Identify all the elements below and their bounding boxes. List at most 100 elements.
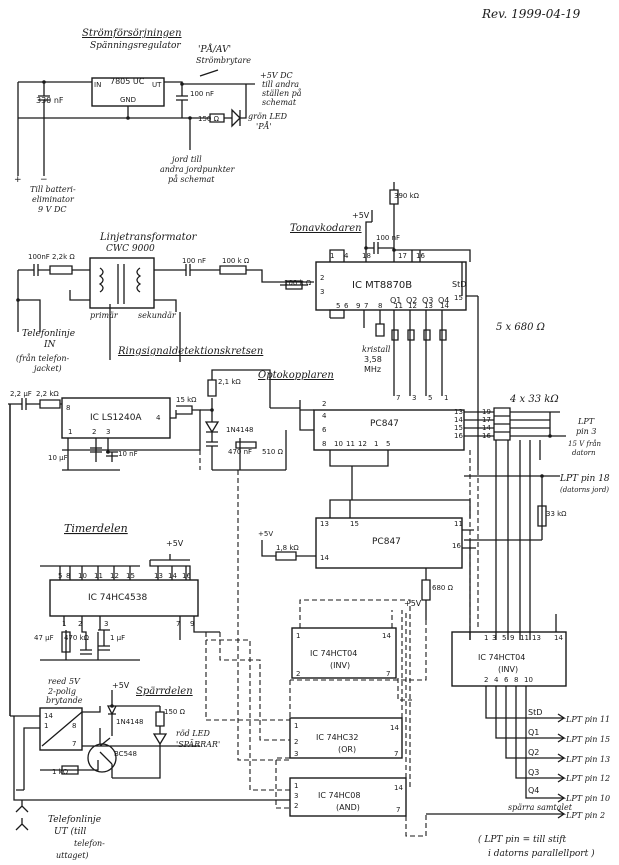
transformer-res3: 100 k Ω — [284, 279, 312, 287]
timer-pb-7: 7 — [176, 620, 180, 628]
tone-pin-b12: 12 — [408, 302, 417, 310]
opto-title: Optokopplaren — [258, 370, 334, 381]
power-res-label: 150 Ω — [198, 115, 220, 123]
relay-led-1: röd LED — [176, 729, 210, 738]
tone-pin-1: 1 — [330, 252, 334, 260]
out-4-pin: LPT pin 10 — [565, 794, 610, 803]
hct04-r-pt-1: 1 — [484, 634, 488, 642]
ring-res-in: 2,2 kΩ — [36, 390, 59, 398]
mt8870-chip — [315, 261, 467, 311]
relay-label-2: 2-polig — [47, 687, 76, 696]
ring-pin-8: 8 — [66, 404, 70, 412]
out-5-sig: spärra samtalet — [508, 803, 573, 812]
lpt-res-mid: 33 kΩ — [546, 510, 567, 518]
power-cap-out-label: 100 nF — [190, 90, 214, 98]
timer-pb-2: 2 — [78, 620, 82, 628]
pc847-top-label: PC847 — [370, 419, 399, 429]
hc08-pin-7: 7 — [396, 806, 400, 814]
tone-q4: Q4 — [438, 296, 449, 305]
hct04-r-pb-2: 2 — [484, 676, 488, 684]
hct04-left-chip — [291, 627, 397, 679]
tone-pin-b9: 9 — [356, 302, 360, 310]
transformer-secondary: sekundär — [138, 311, 177, 320]
hct04-left-pin-1: 1 — [296, 632, 300, 640]
ring-cap-low1: 10 µF — [48, 454, 68, 462]
tone-pin-b13: 13 — [424, 302, 433, 310]
ring-cap-low2: 10 nF — [118, 450, 138, 458]
ring-pin-1: 1 — [68, 428, 72, 436]
hc32-section: IC 74HC32 (OR) 1 2 3 14 7 — [289, 717, 403, 759]
timer-pt-16: 16 — [182, 572, 191, 580]
relay-label-1: reed 5V — [48, 677, 81, 686]
tel-out-2: UT (till — [54, 826, 86, 837]
hct04-r-pt-9: 9 — [510, 634, 514, 642]
hc32-pin-14: 14 — [390, 724, 399, 732]
pc-mid-pin-13: 13 — [320, 520, 329, 528]
tel-in-4: jacket) — [32, 364, 62, 373]
tone-pin-17: 17 — [398, 252, 407, 260]
hct04-r-pb-6: 6 — [504, 676, 509, 684]
line-transformer-section: Linjetransformator CWC 9000 primär sekun… — [16, 232, 314, 332]
timer-res: 470 kΩ — [64, 634, 90, 642]
pc-mid-wiring — [261, 499, 476, 620]
crystal-2: 3,58 — [364, 355, 382, 364]
pc-mid-pin-11: 11 — [454, 520, 463, 528]
hct04-left-pin-14: 14 — [382, 632, 391, 640]
hct04-left-pin-7: 7 — [386, 670, 390, 678]
opto-pin-16: 16 — [454, 432, 463, 440]
hc4538-chip — [49, 579, 199, 617]
relay-pin-8: 8 — [72, 722, 76, 730]
lpt-supply-2: datorn — [572, 449, 596, 457]
opto-res2: 510 Ω — [262, 448, 284, 456]
out-2-sig: Q2 — [528, 748, 539, 757]
timer-pb-3: 3 — [104, 620, 108, 628]
relay-pin-1: 1 — [44, 722, 48, 730]
timer-plus5v: +5V — [166, 539, 184, 548]
transformer-cap2: 100 nF — [182, 257, 206, 265]
vcc-label-3: ställen på — [262, 89, 302, 98]
tone-pin-b5: 5 — [336, 302, 340, 310]
opto-pin-8: 8 — [322, 440, 326, 448]
tone-res-top: 390 kΩ — [394, 192, 420, 200]
regulator-chip-label: 7805 UC — [110, 77, 145, 86]
out-0-sig: StD — [528, 708, 542, 717]
revision-label: Rev. 1999-04-19 — [481, 7, 581, 21]
ring-title: Ringsignaldetektionskretsen — [117, 346, 263, 357]
power-switch-sub: Strömbrytare — [196, 56, 251, 65]
hc08-note: (AND) — [336, 803, 360, 812]
lpt-input-section: 4 x 33 kΩ LPT pin 3 15 V från datorn LPT… — [464, 394, 610, 640]
transformer-part: CWC 9000 — [106, 244, 155, 254]
ring-wiring — [8, 398, 201, 716]
out-1-sig: Q1 — [528, 728, 539, 737]
gnd-label-1: jord till — [170, 155, 202, 164]
transformer-res1: 2,2k Ω — [52, 253, 75, 261]
interconnect-wiring — [9, 304, 479, 837]
lpt-output-arrows — [426, 713, 567, 819]
pc847-mid-section: PC847 13 15 16 14 11 1,8 kΩ +5V 680 Ω — [258, 499, 476, 620]
timer-pt-14: 14 — [168, 572, 177, 580]
vcc-label-2: till andra — [262, 80, 299, 89]
hct04-r-pt-5: 5 — [502, 634, 506, 642]
tel-in-3: (från telefon- — [16, 354, 70, 363]
transformer-cap1: 100nF — [28, 253, 50, 261]
out-5-pin: LPT pin 2 — [565, 811, 605, 820]
hct04-r-pt-13: 13 — [532, 634, 541, 642]
telephone-out-label: Telefonlinje UT (till telefon- uttaget) — [15, 800, 105, 860]
crystal-3: MHz — [364, 365, 381, 374]
timer-wiring — [40, 554, 220, 661]
hct04-r-pb-10: 10 — [524, 676, 533, 684]
ring-pin-3: 3 — [106, 428, 110, 436]
regulator-pin-ut: UT — [152, 81, 162, 89]
opto-res: 2,1 kΩ — [218, 378, 241, 386]
hc08-section: IC 74HC08 (AND) 1 2 3 14 7 — [289, 777, 407, 817]
relay-box — [39, 707, 83, 751]
out-0-pin: LPT pin 11 — [565, 715, 610, 724]
tone-pin-2: 2 — [320, 274, 324, 282]
tel-in-2: IN — [43, 340, 57, 350]
optocoupler-section: Optokopplaren 2,1 kΩ 1N4148 470 nF 510 Ω… — [200, 369, 465, 500]
relay-res-led: 150 Ω — [164, 708, 186, 716]
hc32-pin-2: 2 — [294, 738, 298, 746]
hc32-chip — [289, 717, 403, 759]
vcc-label-1: +5V DC — [260, 71, 293, 80]
opto-pin-14: 14 — [454, 416, 463, 424]
